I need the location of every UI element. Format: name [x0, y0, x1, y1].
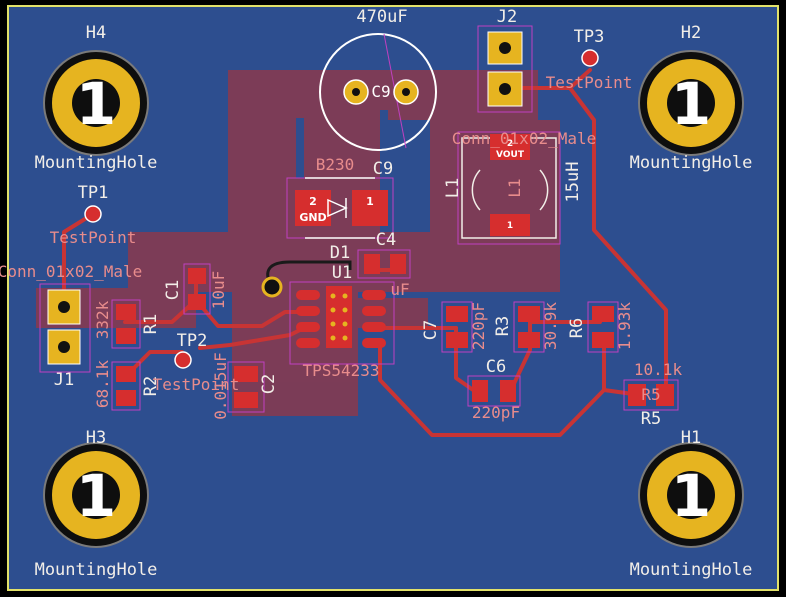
resistor-r3: [513, 301, 545, 353]
label-c1-ref: C1: [163, 280, 183, 300]
label-r6-ref: R6: [567, 318, 587, 338]
label-h1-ref: H1: [681, 428, 701, 448]
label-h2-value: MountingHole: [630, 153, 753, 173]
label-c9-value: 470uF: [356, 7, 407, 27]
capacitor-c2: [227, 361, 265, 413]
board-edge: [7, 5, 779, 591]
label-r6-value: 1.93k: [615, 302, 634, 351]
mounting-hole-h4: 1: [43, 50, 149, 156]
resistor-r2: [111, 361, 141, 411]
label-j2-ref: J2: [497, 7, 517, 27]
d1-pad1-number: 1: [366, 195, 374, 208]
label-r3-ref: R3: [493, 316, 513, 336]
pour-separators: [296, 110, 388, 178]
label-h1-value: MountingHole: [630, 560, 753, 580]
label-c9-fab: C9: [371, 82, 390, 101]
label-u1-ref: U1: [332, 263, 352, 283]
hole-h4-number: 1: [76, 70, 116, 138]
label-u1-value: TPS54233: [302, 361, 379, 380]
mounting-hole-h2: 1: [638, 50, 744, 156]
connector-j2: [477, 25, 533, 113]
mounting-hole-h3: 1: [43, 442, 149, 548]
l1-pad2-number: 2: [507, 139, 513, 149]
label-j1-ref: J1: [54, 370, 74, 390]
label-c7-ref: C7: [421, 320, 441, 340]
label-d1-ref: D1: [330, 243, 350, 263]
label-r5-value: 10.1k: [634, 360, 683, 379]
connector-j1: [39, 283, 91, 373]
label-j2-value: Conn_01x02_Male: [452, 129, 597, 148]
label-c6-value: 220pF: [472, 403, 520, 422]
hole-h1-number: 1: [671, 462, 711, 530]
label-l1-value: 15uH: [563, 162, 583, 203]
label-r5-ref: R5: [641, 409, 661, 429]
label-tp2-ref: TP2: [177, 331, 208, 351]
ic-u1: [261, 276, 395, 365]
label-c2-value: 0.015uF: [211, 352, 230, 419]
label-l1-fab: L1: [505, 178, 524, 197]
label-h3-ref: H3: [86, 428, 106, 448]
label-c2-ref: C2: [259, 374, 279, 394]
mounting-hole-h1: 1: [638, 442, 744, 548]
capacitor-c9: [319, 33, 437, 151]
label-c4-value: uF: [390, 280, 409, 299]
testpoint-tp3: [581, 49, 599, 67]
label-tp3-ref: TP3: [574, 27, 605, 47]
label-l1-ref: L1: [443, 178, 463, 198]
label-r1-value: 332k: [93, 300, 112, 339]
label-r2-ref: R2: [141, 376, 161, 396]
label-r2-value: 68.1k: [93, 360, 112, 409]
label-r5-fab: R5: [641, 385, 660, 404]
l1-pad1-number: 1: [507, 221, 513, 231]
label-c1-value: 10uF: [209, 271, 228, 310]
label-j1-value: Conn_01x02_Male: [0, 262, 142, 281]
hole-h2-number: 1: [671, 70, 711, 138]
resistor-r1: [111, 299, 141, 349]
hole-h3-number: 1: [76, 462, 116, 530]
label-tp3-value: TestPoint: [546, 73, 633, 92]
label-c9-ref: C9: [373, 159, 393, 179]
label-tp2-value: TestPoint: [153, 375, 240, 394]
resistor-r6: [587, 301, 619, 353]
capacitor-c4: [357, 249, 411, 279]
label-h2-ref: H2: [681, 23, 701, 43]
label-h4-ref: H4: [86, 23, 106, 43]
label-r1-ref: R1: [141, 314, 161, 334]
l1-pad2-net: VOUT: [496, 150, 525, 160]
d1-pad2-net: GND: [299, 211, 326, 224]
label-h3-value: MountingHole: [35, 560, 158, 580]
label-tp1-value: TestPoint: [50, 228, 137, 247]
label-d1-value: B230: [316, 155, 355, 174]
capacitor-c1: [183, 263, 211, 315]
label-c7-value: 220pF: [469, 302, 488, 350]
label-c4-ref: C4: [376, 230, 396, 250]
label-c6-ref: C6: [486, 357, 506, 377]
d1-pad2-number: 2: [309, 195, 317, 208]
label-h4-value: MountingHole: [35, 153, 158, 173]
resistor-r5: [623, 379, 679, 411]
testpoint-tp1: [84, 205, 102, 223]
capacitor-c7: [441, 301, 473, 353]
diode-d1: 2 GND 1: [286, 177, 394, 239]
label-tp1-ref: TP1: [78, 183, 109, 203]
testpoint-tp2: [174, 351, 192, 369]
inductor-l1: 2 VOUT 1: [457, 131, 561, 245]
capacitor-c6: [467, 375, 521, 407]
label-r3-value: 30.9k: [541, 302, 560, 351]
